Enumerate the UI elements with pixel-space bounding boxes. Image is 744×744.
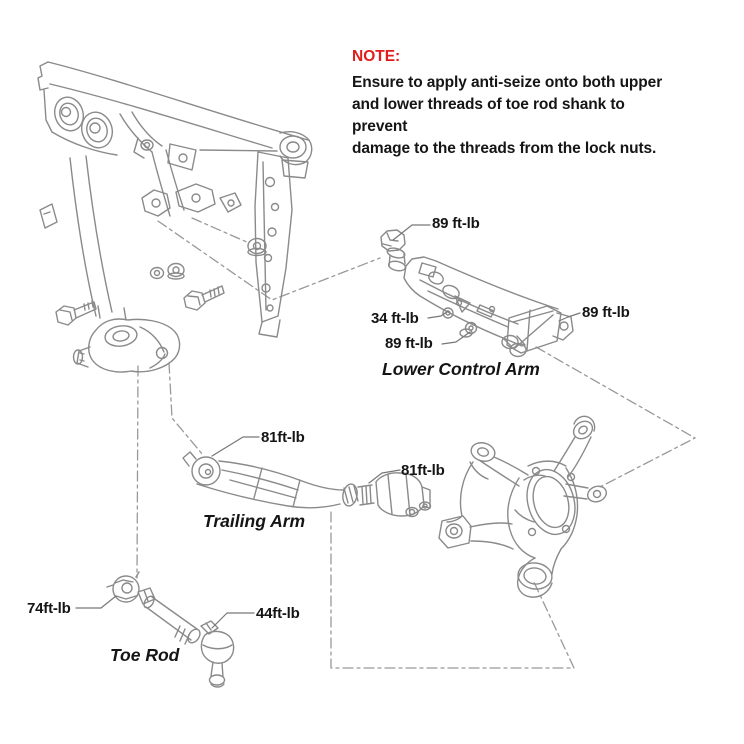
note-line-2: and lower threads of toe rod shank to pr… xyxy=(352,96,625,135)
toe-rod-ball-joint xyxy=(200,620,235,688)
torque-label-lca-outer: 89 ft-lb xyxy=(582,304,630,321)
leader-trailing-arm-front xyxy=(211,436,260,457)
subframe-rear-bushing xyxy=(279,131,313,166)
part-label-toe-rod: Toe Rod xyxy=(110,645,180,665)
torque-label-lca-front-bolt: 34 ft-lb xyxy=(371,310,419,327)
note-line-1: Ensure to apply anti-seize onto both upp… xyxy=(352,74,663,91)
lca-outer-bracket xyxy=(501,305,574,358)
lca-bushing-bolt xyxy=(380,229,407,272)
phantom-line-bracket-to-toe-rod xyxy=(136,365,139,579)
phantom-line-bracket-to-trailing-arm xyxy=(168,362,204,456)
knuckle-lower-left-arm xyxy=(438,515,514,550)
phantom-line-subframe-to-nut xyxy=(191,217,250,244)
subframe-mounting-ears xyxy=(141,183,242,217)
leader-lca-bushing xyxy=(392,224,431,241)
torque-label-trailing-arm-front: 81ft-lb xyxy=(261,429,305,446)
hex-bolt-left xyxy=(55,300,97,326)
torque-label-lca-mid-bolt: 89 ft-lb xyxy=(385,335,433,352)
hex-bolt-right xyxy=(183,285,225,311)
phantom-line-subframe-to-lca xyxy=(157,220,381,301)
trailing-arm-adjuster xyxy=(342,483,375,507)
phantom-line-lca-to-knuckle xyxy=(535,346,696,488)
note-title: NOTE: xyxy=(352,48,401,65)
lower-control-arm-drawing xyxy=(380,229,574,358)
leader-lca-outer xyxy=(558,312,581,322)
note-block: NOTE: Ensure to apply anti-seize onto bo… xyxy=(352,48,672,160)
part-label-lower-control-arm: Lower Control Arm xyxy=(382,359,540,379)
toe-rod-inner-end xyxy=(106,571,156,605)
torque-label-trailing-arm-rear: 81ft-lb xyxy=(401,462,445,479)
leader-lca-mid-bolt xyxy=(441,331,471,345)
trailing-arm-bushing xyxy=(182,451,221,486)
leader-lca-front-bolt xyxy=(427,310,449,319)
torque-label-toe-rod-inner: 74ft-lb xyxy=(27,600,71,617)
knuckle-toe-link-arm xyxy=(563,483,607,503)
part-label-trailing-arm: Trailing Arm xyxy=(203,511,306,531)
rear-subframe-drawing xyxy=(37,61,313,373)
toe-rod-drawing xyxy=(106,571,235,688)
knuckle-top-arm xyxy=(553,415,596,478)
phantom-line-trailing-arm-to-knuckle xyxy=(330,511,575,669)
loose-nuts-and-washers xyxy=(149,237,267,280)
trailing-arm-clevis xyxy=(375,472,432,518)
trailing-arm-mount-bracket xyxy=(72,305,181,373)
knuckle-upper-left-arm xyxy=(469,442,529,487)
leader-lines-group xyxy=(75,224,581,629)
leader-toe-rod-inner xyxy=(75,595,117,609)
lca-mid-bolt xyxy=(459,305,496,338)
knuckle-bottom-boss xyxy=(516,548,562,598)
phantom-lines-group xyxy=(136,217,696,669)
rear-knuckle-drawing xyxy=(438,415,607,598)
leader-trailing-arm-rear xyxy=(368,469,401,484)
trailing-arm-drawing xyxy=(182,451,432,518)
subframe-bushing-mounts xyxy=(53,96,114,149)
torque-label-lca-bushing: 89 ft-lb xyxy=(432,215,480,232)
knuckle-hub-bore xyxy=(526,466,576,537)
note-line-3: damage to the threads from the lock nuts… xyxy=(352,140,657,157)
leader-toe-rod-outer xyxy=(211,612,255,629)
torque-label-toe-rod-outer: 44ft-lb xyxy=(256,605,300,622)
